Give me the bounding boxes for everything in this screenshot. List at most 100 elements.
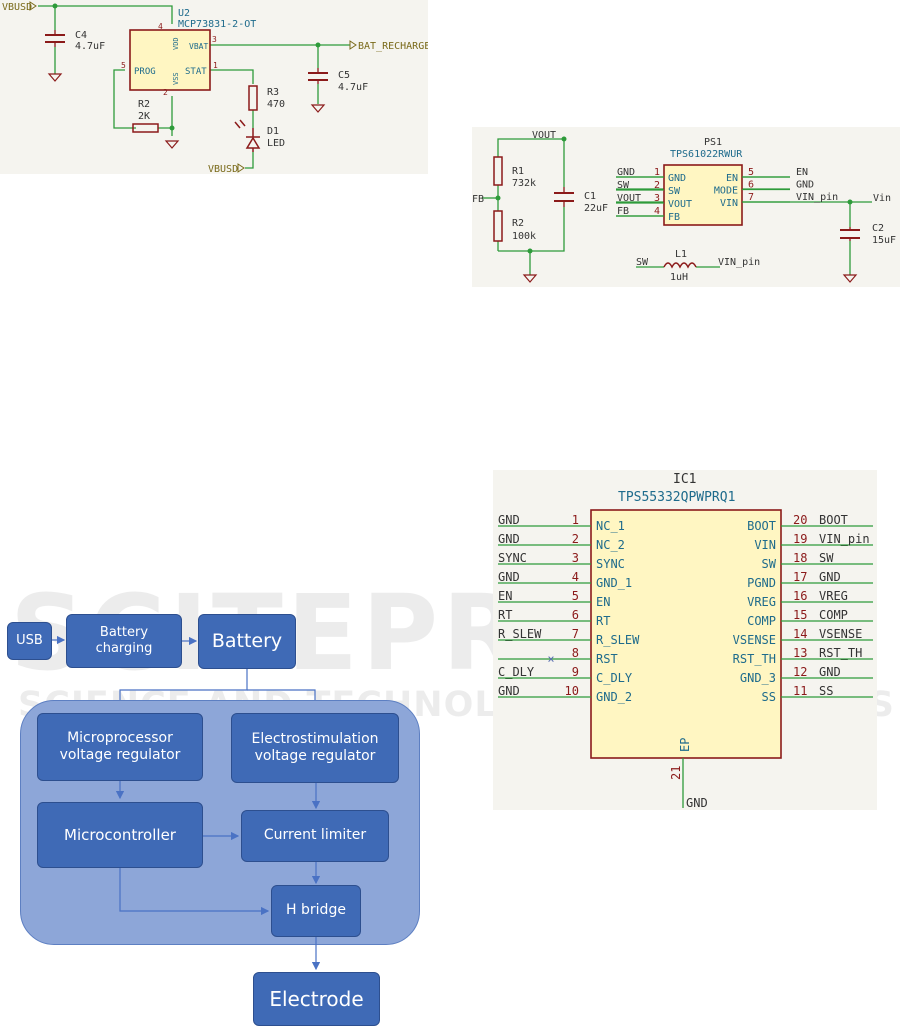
pin-number: 15 [793, 608, 807, 622]
pin-name: SS [762, 690, 776, 704]
pin-net-label: VREG [819, 589, 848, 603]
pin-net-label: GND [617, 167, 635, 178]
ic-ps1 [663, 164, 743, 226]
electrode-block: Electrode [253, 972, 380, 1026]
u2-pin-prog: PROG [134, 67, 156, 77]
ic1-value: TPS55332QPWPRQ1 [618, 490, 735, 505]
pin-net-label: GND [498, 570, 520, 584]
pin-net-label: SW [819, 551, 834, 565]
pin-name: GND [668, 173, 686, 184]
pin-name: EN [596, 595, 610, 609]
ps1-value: TPS61022RWUR [670, 149, 743, 160]
pin-number: 17 [793, 570, 807, 584]
pin-name: FB [668, 212, 680, 223]
net-sw-l1: SW [636, 257, 649, 268]
pin-name: MODE [714, 186, 738, 197]
c4-value: 4.7uF [75, 41, 105, 52]
ic-ic1 [590, 509, 782, 759]
ic1-net-gnd-ep: GND [686, 796, 708, 810]
gnd-symbol [310, 104, 326, 113]
r2-value: 2K [138, 111, 150, 122]
u2-num-3: 3 [212, 35, 217, 44]
pin-net-label: VOUT [617, 193, 641, 204]
net-vout: VOUT [532, 130, 556, 141]
u2-pin-vdd: VDD [172, 37, 180, 50]
pin-number: 12 [793, 665, 807, 679]
c5-value: 4.7uF [338, 82, 368, 93]
d1-ref: D1 [267, 126, 279, 137]
pin-number: 2 [654, 180, 660, 191]
pin-number: 9 [572, 665, 579, 679]
u2-num-2: 2 [163, 88, 168, 97]
pin-number: 5 [572, 589, 579, 603]
pin-name: VIN [754, 538, 776, 552]
pin-name: GND_2 [596, 690, 632, 704]
u2-num-4: 4 [158, 22, 163, 31]
pin-number: 7 [572, 627, 579, 641]
pin-net-label: SS [819, 684, 833, 698]
pin-net-label: R_SLEW [498, 627, 542, 641]
pin-number: 8 [572, 646, 579, 660]
pin-number: 6 [572, 608, 579, 622]
pin-name: R_SLEW [596, 633, 640, 647]
pin-number: 7 [748, 192, 754, 203]
pin-number: 3 [654, 193, 660, 204]
ic1-num-21: 21 [669, 766, 683, 780]
c5-ref: C5 [338, 70, 350, 81]
u2-pin-vbat: VBAT [189, 42, 208, 51]
pin-net-label: GND [819, 665, 841, 679]
pin-number: 4 [654, 206, 660, 217]
battery-charging-block: Battery charging [66, 614, 182, 668]
pin-net-label: RST_TH [819, 646, 862, 660]
c2-ref: C2 [872, 223, 884, 234]
pin-net-label: SW [617, 180, 630, 191]
r1-ref: R1 [512, 166, 524, 177]
pin-number: 19 [793, 532, 807, 546]
resistor-r2 [132, 123, 159, 133]
pin-name: EN [726, 173, 738, 184]
pin-net-label: GND [498, 513, 520, 527]
pin-net-label: FB [617, 206, 629, 217]
pin-number: 16 [793, 589, 807, 603]
pin-name: SW [762, 557, 777, 571]
pin-name: VIN [720, 198, 738, 209]
resistor-r2 [493, 210, 503, 242]
c2-value: 15uF [872, 235, 896, 246]
boost-schematic: VOUT FB Vin R1 732k R2 100k C1 22uF PS1 … [472, 130, 896, 283]
r2-ref: R2 [138, 99, 150, 110]
pin-name: VOUT [668, 199, 692, 210]
pin-net-label: VSENSE [819, 627, 862, 641]
microcontroller-block: Microcontroller [37, 802, 203, 868]
c1-value: 22uF [584, 203, 608, 214]
pin-net-label: BOOT [819, 513, 848, 527]
pin-number: 10 [565, 684, 579, 698]
l1-ref: L1 [675, 249, 687, 260]
pin-name: BOOT [747, 519, 776, 533]
pin-number: 6 [748, 180, 754, 191]
pin-net-label: GND [819, 570, 841, 584]
pin-net-label: EN [796, 167, 808, 178]
pin-name: GND_3 [740, 671, 776, 685]
pin-net-label: GND [498, 532, 520, 546]
r2-value: 100k [512, 231, 536, 242]
capacitor-c1 [554, 192, 574, 202]
pin-number: 4 [572, 570, 579, 584]
pin-number: 1 [572, 513, 579, 527]
pin-number: 2 [572, 532, 579, 546]
pin-name: RST_TH [733, 652, 776, 666]
charger-schematic-panel: VBUSD BAT_RECHARGE VBUSD C4 4.7uF U2 MCP… [0, 0, 430, 175]
capacitor-c5 [308, 72, 328, 81]
current-limiter-block: Current limiter [241, 810, 389, 862]
ic1-ref: IC1 [673, 472, 696, 487]
capacitor-c4 [45, 34, 65, 43]
pin-net-label: SYNC [498, 551, 527, 565]
net-vin: Vin [873, 193, 891, 204]
r3-ref: R3 [267, 87, 279, 98]
gnd-symbol [522, 274, 538, 283]
battery-block: Battery [198, 614, 296, 669]
pin-name: VSENSE [733, 633, 776, 647]
u2-value: MCP73831-2-OT [178, 19, 256, 30]
r2-ref: R2 [512, 218, 524, 229]
net-fb: FB [472, 194, 484, 205]
